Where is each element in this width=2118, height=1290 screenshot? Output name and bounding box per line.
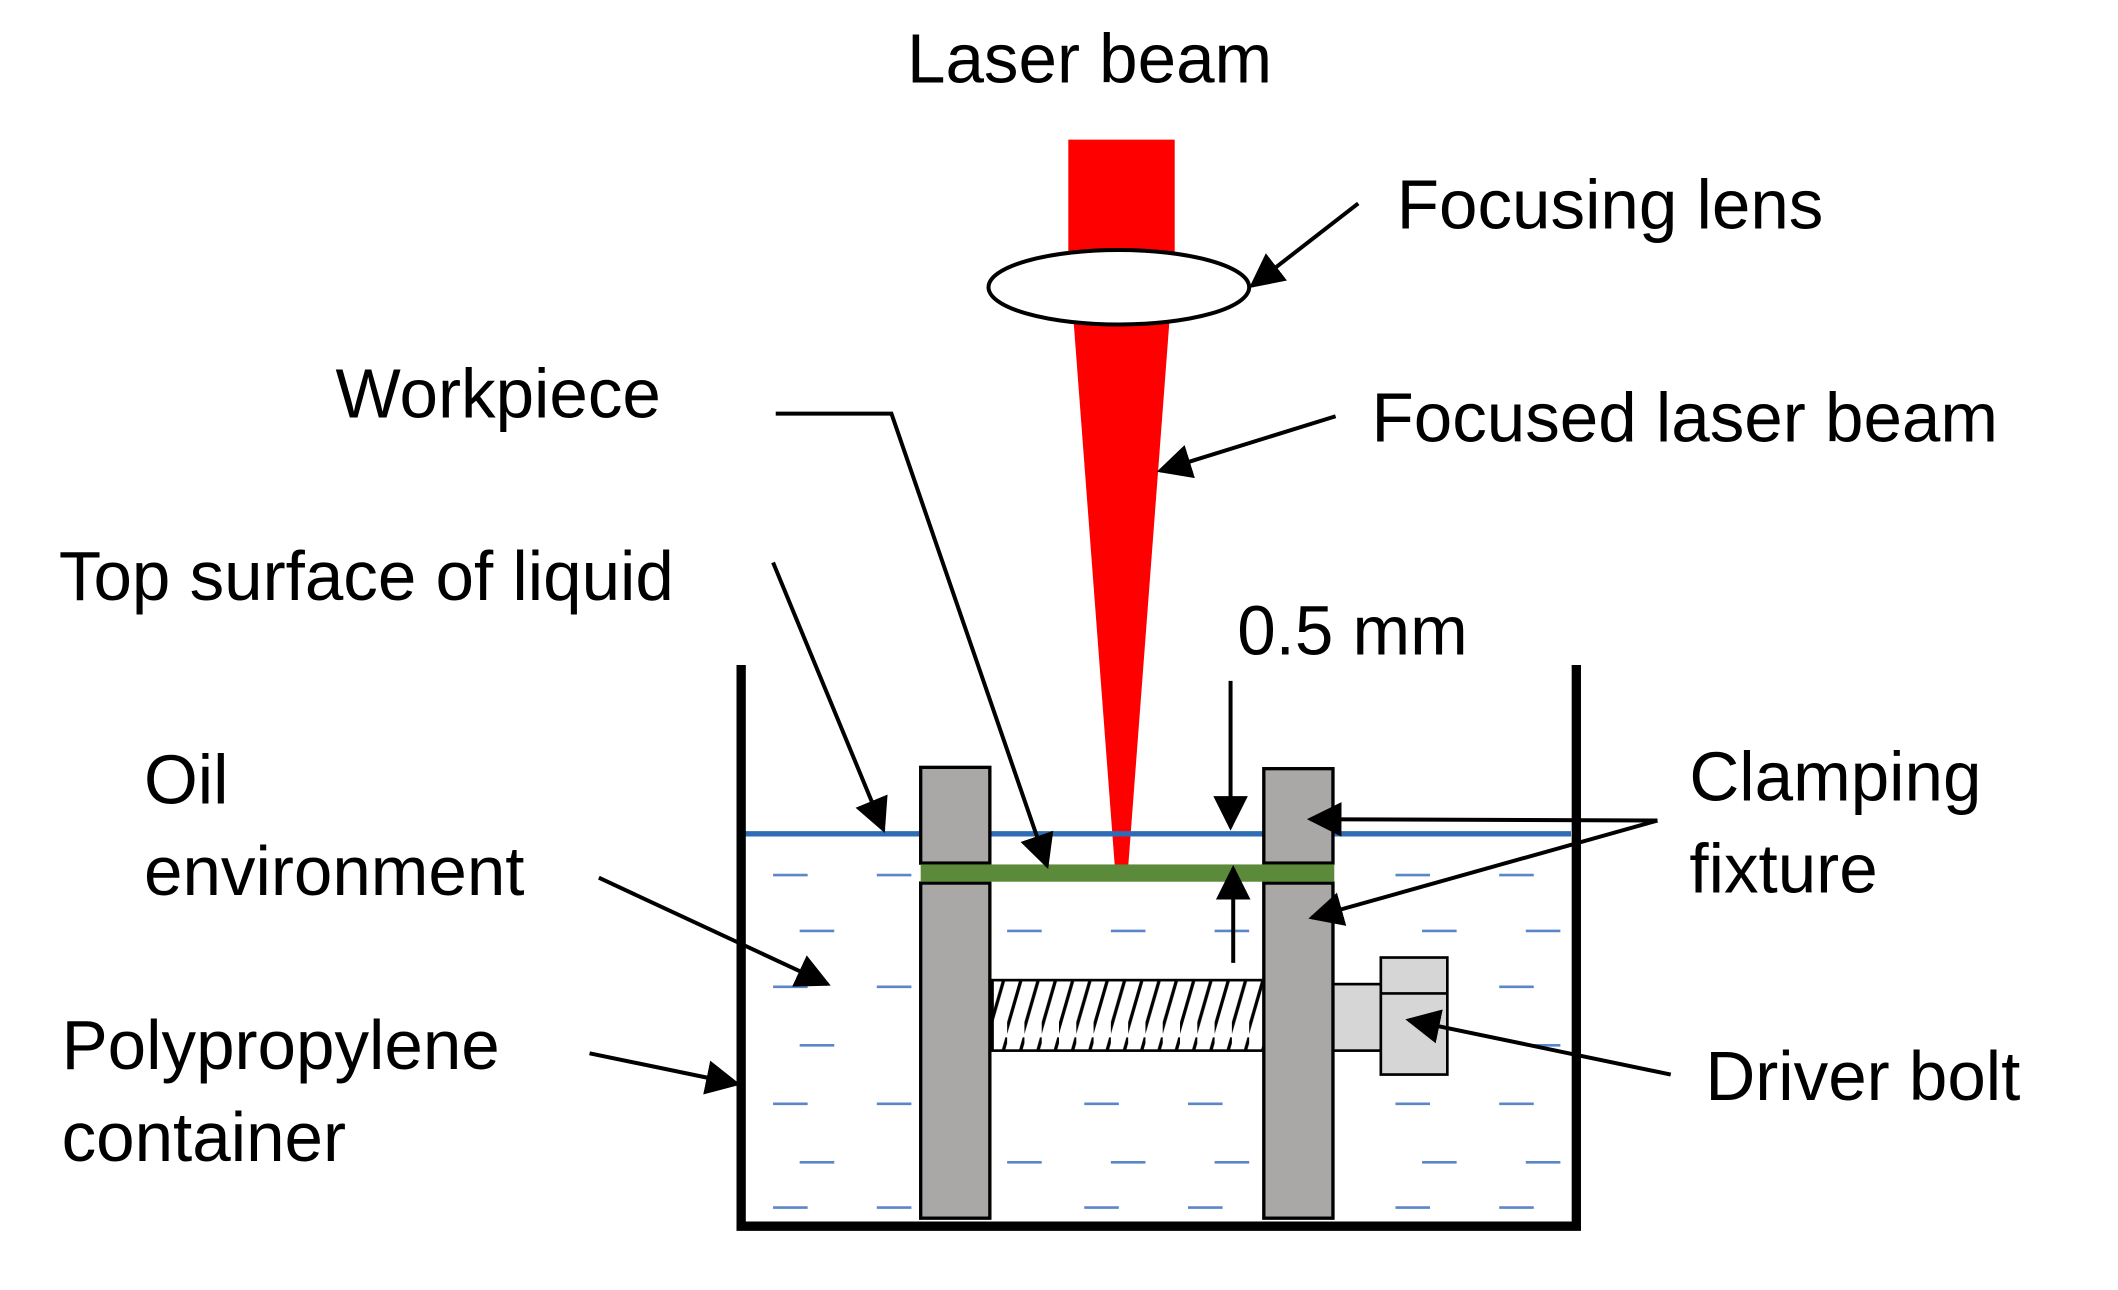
label-focusing-lens: Focusing lens — [1397, 166, 1824, 244]
label-oil-environment-2: environment — [144, 832, 524, 910]
focused-beam-arrow — [1156, 414, 1337, 479]
label-workpiece: Workpiece — [336, 355, 661, 433]
container-arrow — [589, 1051, 741, 1095]
driver-bolt-head — [1379, 956, 1449, 1076]
driver-bolt-arrow — [1405, 1009, 1672, 1077]
workpiece — [920, 864, 1335, 882]
focusing-lens — [986, 248, 1252, 327]
label-oil-environment-1: Oil — [144, 740, 229, 818]
label-focused-laser-beam: Focused laser beam — [1372, 379, 1998, 457]
top-surface-arrow — [771, 561, 888, 834]
polypropylene-container — [736, 664, 1581, 1231]
label-clamping-fixture-2: fixture — [1689, 829, 1877, 907]
oil-environment — [773, 873, 1561, 1209]
clamping-fixture-right-top — [1262, 767, 1335, 865]
clamping-fixture-arrow-upper — [1306, 802, 1658, 837]
label-polypropylene-container-1: Polypropylene — [62, 1006, 500, 1084]
label-clamping-fixture-1: Clamping — [1689, 738, 1981, 816]
label-gap: 0.5 mm — [1237, 591, 1468, 669]
focused-laser-beam — [1073, 321, 1170, 868]
clamping-fixture-left — [919, 881, 992, 1220]
clamping-fixture-arrow-lower — [1308, 818, 1658, 926]
laser-beam — [1068, 139, 1175, 260]
label-polypropylene-container-2: container — [62, 1098, 346, 1176]
workpiece-arrow — [775, 411, 1054, 870]
focusing-lens-arrow — [1249, 201, 1360, 289]
oil-environment-arrow — [598, 875, 831, 987]
label-top-surface-of-liquid: Top surface of liquid — [59, 537, 674, 615]
clamping-fixture-right — [1262, 881, 1335, 1220]
driver-bolt-shaft — [991, 978, 1267, 1052]
label-laser-beam: Laser beam — [907, 19, 1272, 97]
label-driver-bolt: Driver bolt — [1705, 1037, 2020, 1115]
clamping-fixture-left-top — [919, 765, 992, 865]
driver-bolt-neck — [1331, 982, 1385, 1052]
